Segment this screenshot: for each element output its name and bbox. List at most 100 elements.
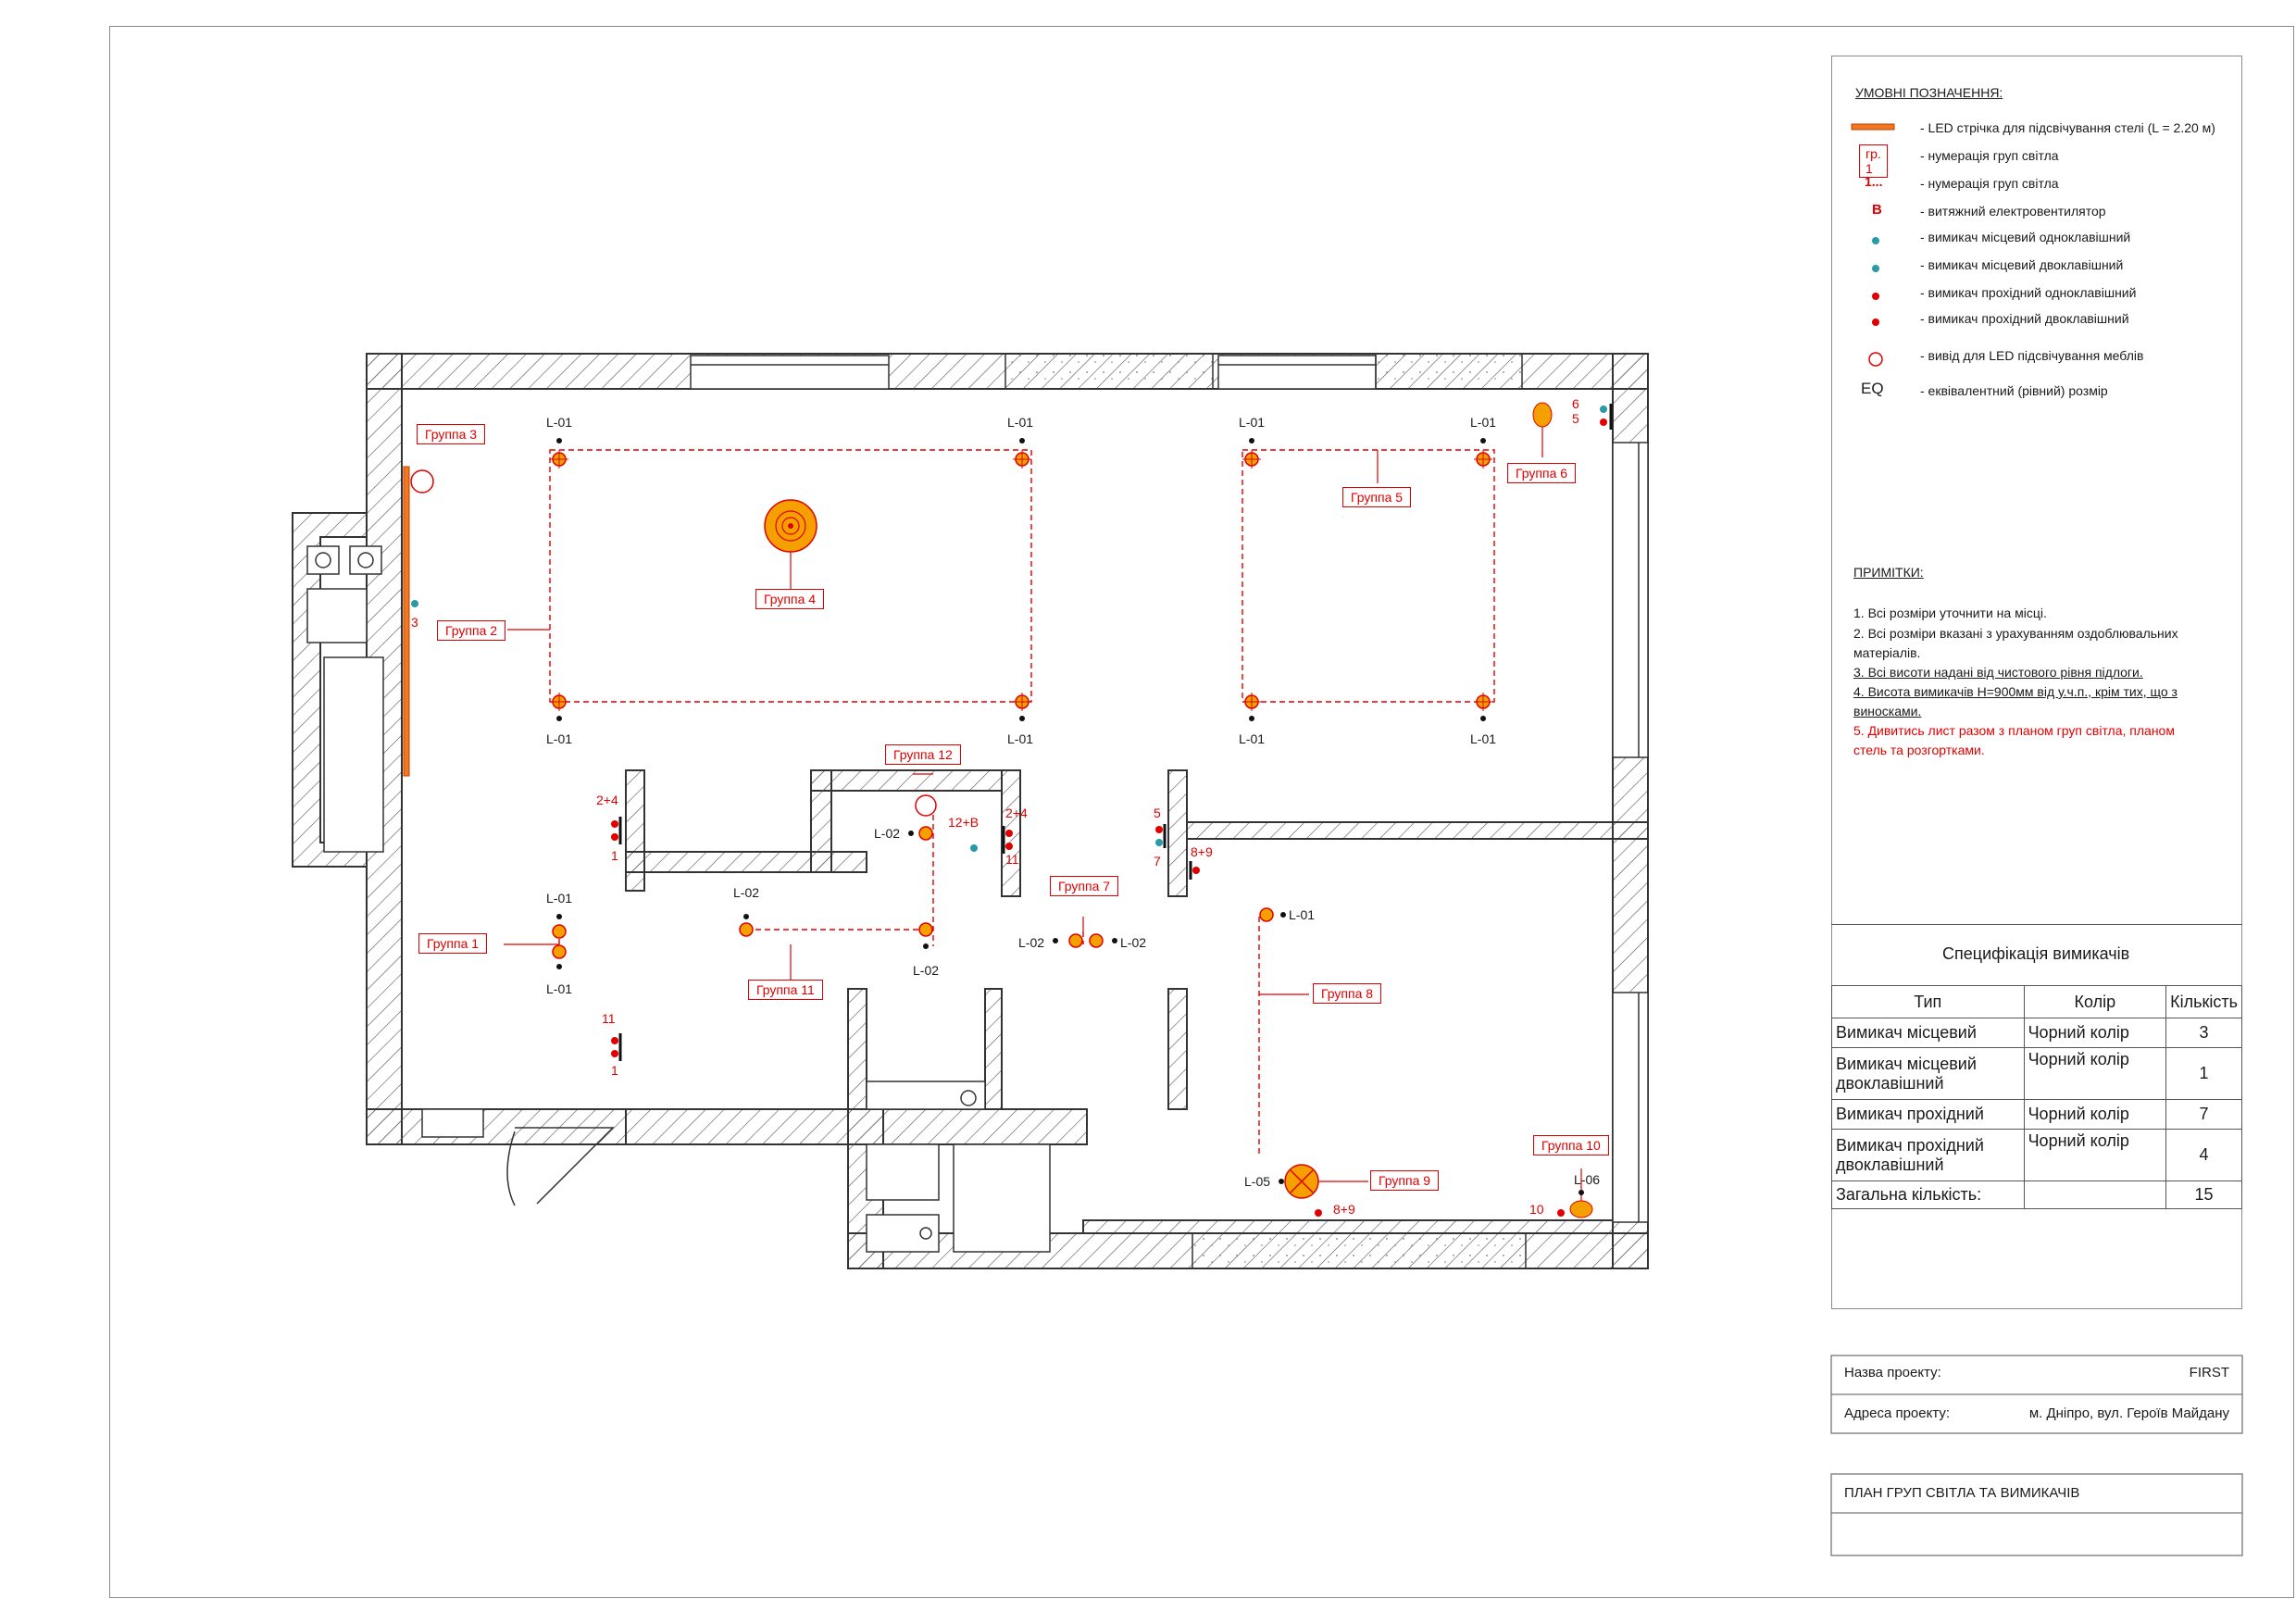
legend-panel (1831, 56, 2242, 1309)
spec-cell: 3 (2165, 1018, 2242, 1048)
switch-label: 5 (1572, 411, 1579, 426)
spec-title-frame (1831, 924, 2242, 985)
legend-title: УМОВНІ ПОЗНАЧЕННЯ: (1855, 85, 2003, 100)
switch-pass-single-icon (1872, 293, 1879, 300)
spec-title: Специфікація вимикачів (1942, 944, 2130, 963)
switch-label: 12+B (948, 815, 980, 830)
group-label: Группа 9 (1370, 1170, 1440, 1191)
spec-cell: 7 (2165, 1099, 2242, 1130)
spec-cell: Вимикач прохідний двоклавішний (1831, 1129, 2025, 1181)
switch-label: 8+9 (1191, 844, 1213, 859)
wall-light-icon (1569, 1200, 1593, 1218)
fixture-tag: L-02 (733, 885, 760, 900)
note-line: 1. Всі розміри уточнити на місці. (1853, 606, 2047, 620)
fixture-tag: L-01 (1239, 415, 1266, 430)
fixture-tag: L-02 (1120, 935, 1147, 950)
spec-cell: Вимикач прохідний (1831, 1099, 2025, 1130)
led-outlet-icon (915, 794, 937, 817)
switch-label: 2+4 (1005, 806, 1028, 820)
note-line: 5. Дивитись лист разом з планом груп сві… (1853, 723, 2175, 738)
spec-cell: 4 (2165, 1129, 2242, 1181)
led-strip-icon (403, 466, 410, 777)
fixture-tag: L-01 (1470, 731, 1497, 746)
fixture-tag: L-05 (1244, 1174, 1271, 1189)
spec-cell: Чорний колір (2023, 1099, 2167, 1130)
group-label: Группа 4 (755, 589, 825, 609)
spec-header: Тип (1831, 985, 2025, 1018)
switch-label: 7 (1154, 854, 1161, 868)
project-name: FIRST (2189, 1365, 2229, 1380)
fixture-tag: L-01 (546, 981, 573, 996)
eq-icon: EQ (1861, 380, 1884, 397)
spec-cell: Вимикач місцевий (1831, 1018, 2025, 1048)
fixture-tag: L-06 (1574, 1172, 1601, 1187)
spec-total-value: 15 (2165, 1181, 2242, 1209)
fixture-tag: L-01 (546, 891, 573, 906)
switch-label: 8+9 (1333, 1202, 1355, 1217)
spec-cell: Вимикач місцевий двоклавішний (1831, 1047, 2025, 1100)
furniture (306, 545, 1051, 1253)
spec-table: Тип Колір Кількість Вимикач місцевий Чор… (1831, 985, 2242, 1209)
spec-header: Колір (2023, 985, 2167, 1018)
spec-header: Кількість (2165, 985, 2242, 1018)
spec-total-label: Загальна кількість: (1831, 1181, 2025, 1209)
fixture-tag: L-01 (1239, 731, 1266, 746)
leader-lines (504, 424, 1582, 1204)
switch-label: 2+4 (596, 793, 618, 807)
group-label: Группа 12 (885, 744, 961, 765)
fixture-tag: L-01 (1007, 731, 1034, 746)
switch-pass-double-icon (1872, 319, 1879, 326)
fixture-tag: L-02 (874, 826, 901, 841)
spec-cell: Чорний колір (2023, 1047, 2167, 1100)
group-number-icon: 1... (1865, 174, 1883, 189)
led-outlet-icon (410, 469, 434, 493)
switch-label: 11 (1005, 852, 1019, 867)
sheet-frame (109, 26, 2294, 1598)
project-address-label: Адреса проекту: (1844, 1405, 1951, 1421)
group-label: Группа 1 (418, 933, 488, 954)
project-address: м. Дніпро, вул. Героїв Майдану (2028, 1405, 2229, 1421)
fixture-tag: L-02 (913, 963, 940, 978)
legend-symbols (1851, 123, 1895, 367)
note-line: 2. Всі розміри вказані з урахуванням озд… (1853, 626, 2178, 641)
fan-icon: B (1872, 202, 1882, 218)
group-label: Группа 10 (1533, 1135, 1609, 1156)
switch-label: 5 (1154, 806, 1161, 820)
group-label: Группа 8 (1313, 983, 1382, 1004)
switch-label: 11 (602, 1011, 616, 1026)
switch-label: 3 (411, 615, 418, 630)
fixture-tag: L-01 (546, 415, 573, 430)
project-name-label: Назва проекту: (1844, 1365, 1941, 1380)
switches (411, 404, 1613, 1217)
note-line: 3. Всі висоти надані від чистового рівня… (1853, 665, 2143, 680)
fixture-tag: L-01 (1007, 415, 1034, 430)
spec-cell: Чорний колір (2023, 1129, 2167, 1181)
wall-light-icon (1532, 402, 1553, 428)
group-label: Группа 7 (1050, 876, 1119, 896)
switch-local-single-icon (1872, 237, 1879, 244)
note-line: 4. Висота вимикачів Н=900мм від у.ч.п., … (1853, 684, 2177, 699)
spec-cell: 1 (2165, 1047, 2242, 1100)
group-label: Группа 11 (748, 980, 823, 1000)
fixture-tag: L-01 (1289, 907, 1316, 922)
pendant-light-icon (1284, 1164, 1319, 1199)
switch-label: 10 (1529, 1202, 1544, 1217)
note-line: матеріалів. (1853, 645, 1921, 660)
group-label: Группа 3 (417, 424, 486, 444)
group-label: Группа 2 (437, 620, 506, 641)
chandelier-icon (764, 499, 817, 553)
switch-label: 1 (611, 848, 618, 863)
led-strip-icon (1851, 123, 1895, 131)
led-outlet-icon (1868, 352, 1883, 367)
fixture-tag: L-01 (546, 731, 573, 746)
group-label: Группа 6 (1507, 463, 1577, 483)
walls (292, 353, 1649, 1269)
fixture-tag: L-02 (1018, 935, 1045, 950)
note-line: стель та розгортками. (1853, 743, 1985, 757)
switch-local-double-icon (1872, 265, 1879, 272)
wiring-lines (549, 449, 1495, 1157)
windows (690, 353, 1649, 1269)
group-label: Группа 5 (1342, 487, 1412, 507)
spec-cell: Чорний колір (2023, 1018, 2167, 1048)
